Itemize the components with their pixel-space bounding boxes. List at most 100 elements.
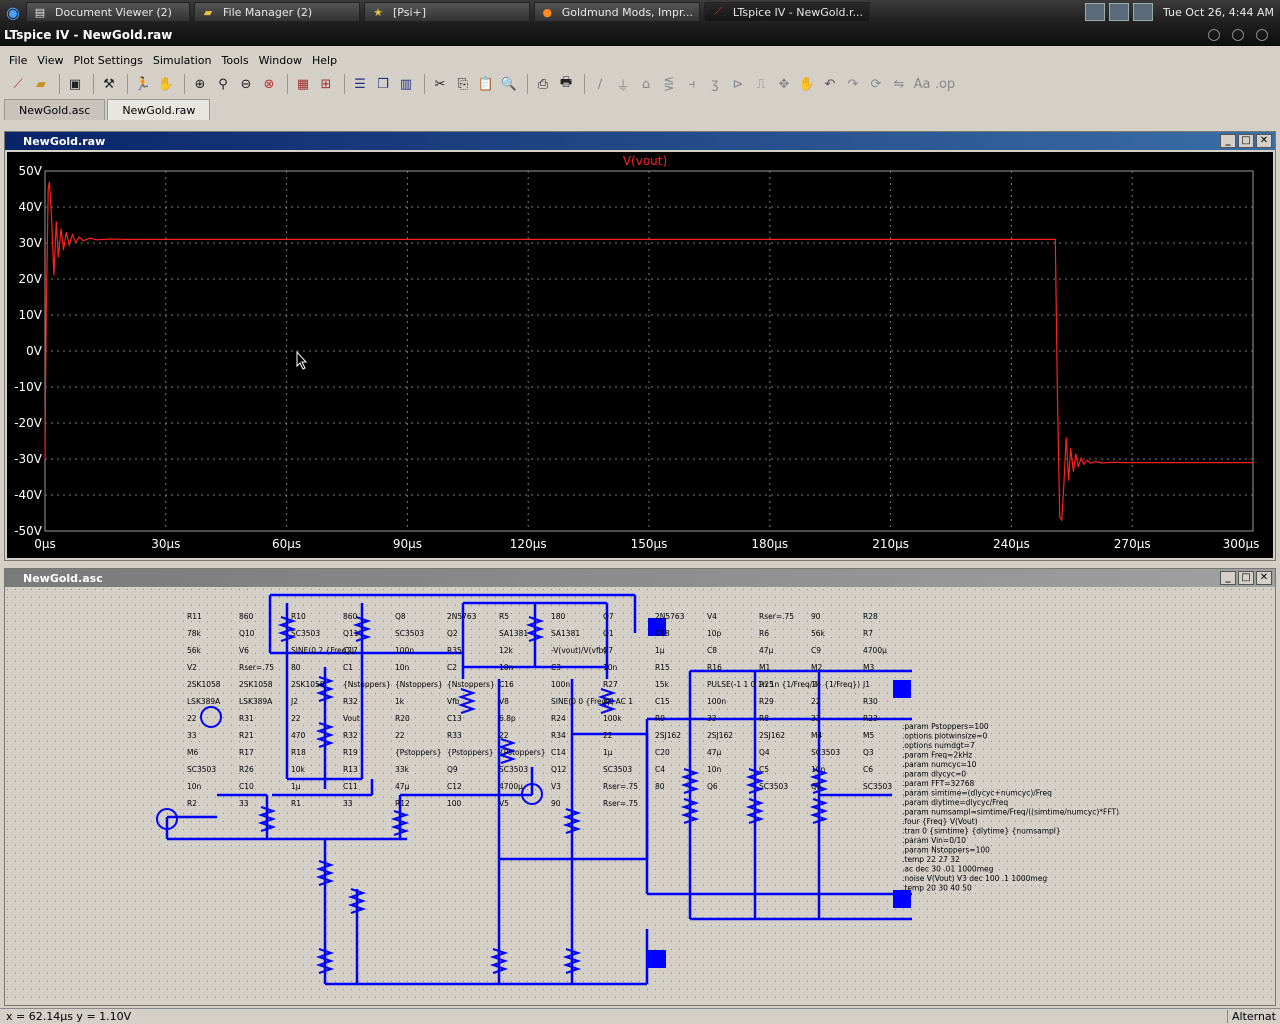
schematic-label[interactable]: R30 [863,697,878,706]
find-icon[interactable]: 🔍 [500,76,518,92]
close-button[interactable] [1256,29,1268,41]
y-tick-label[interactable]: -40V [14,488,43,502]
schematic-label[interactable]: 4700µ [499,782,523,791]
schematic-label[interactable]: 2SK1058 [239,680,273,689]
x-tick-label[interactable]: 300µs [1223,537,1260,551]
schematic-label[interactable]: .param FFT=32768 [902,779,975,788]
schematic-label[interactable]: 100 [447,799,462,808]
schematic-label[interactable]: R9 [655,714,665,723]
schematic-label[interactable]: C15 [655,697,670,706]
schematic-label[interactable]: AC AC 1 [603,697,633,706]
schematic-label[interactable]: .four {Freq} V(Vout) [902,817,978,826]
schematic-label[interactable]: C9 [811,646,821,655]
schematic-label[interactable]: 860 [239,612,254,621]
x-tick-label[interactable]: 210µs [872,537,909,551]
schematic-label[interactable]: 2SK1058 [187,680,221,689]
tab-newgold-raw[interactable]: NewGold.raw [107,99,211,120]
close-button[interactable]: ✕ [1256,571,1272,585]
schematic-label[interactable]: .param Nstoppers=100 [902,846,990,855]
task-firefox[interactable]: ●Goldmund Mods, Impr... [534,2,700,22]
schematic-label[interactable]: 2N5763 [447,612,477,621]
schematic-label[interactable]: .options plotwinsize=0 [902,732,988,741]
schematic-label[interactable]: C5 [759,765,769,774]
resistor-symbol[interactable] [457,688,477,714]
pick-visible-traces-icon[interactable]: ⊞ [320,76,332,92]
settings-icon[interactable] [1132,3,1153,21]
resistor-symbol[interactable] [497,738,517,764]
schematic-label[interactable]: Q3 [863,748,874,757]
source-symbol[interactable] [200,706,222,728]
label-net-icon[interactable]: ⌂ [641,76,651,92]
schematic-label[interactable]: Q6 [707,782,718,791]
schematic-label[interactable]: C3 [551,663,561,672]
schematic-label[interactable]: 47µ [759,646,774,655]
schematic-label[interactable]: R33 [447,731,462,740]
cut-icon[interactable]: ✂ [434,76,446,92]
x-tick-label[interactable]: 240µs [993,537,1030,551]
schematic-label[interactable]: 100n [551,680,570,689]
x-tick-label[interactable]: 270µs [1114,537,1151,551]
schematic-label[interactable]: Q12 [551,765,567,774]
resistor-symbol[interactable] [809,768,829,794]
x-tick-label[interactable]: 180µs [751,537,788,551]
schematic-label[interactable]: 1µ [603,748,613,757]
maximize-button[interactable] [1232,29,1244,41]
schematic-label[interactable]: .param Pstoppers=100 [902,722,989,731]
schematic-label[interactable]: C1 [343,663,353,672]
schematic-label[interactable]: 470 [291,731,306,740]
schematic-label[interactable]: 33 [239,799,249,808]
schematic-label[interactable]: 33 [187,731,197,740]
schematic-label[interactable]: 22 [499,731,509,740]
task-document-viewer[interactable]: ▤Document Viewer (2) [26,2,190,22]
print-icon[interactable]: 🖶 [559,75,573,90]
schematic-label[interactable]: 10p [707,629,722,638]
schematic-label[interactable]: 10n [395,663,410,672]
autorange-icon[interactable]: ▦ [296,76,310,92]
resistor-symbol[interactable] [347,888,367,914]
copy-icon[interactable]: ⎘ [457,76,469,92]
schematic-label[interactable]: 15k [655,680,670,689]
schematic-label[interactable]: 100k [603,714,622,723]
schematic-label[interactable]: C13 [447,714,462,723]
move-icon[interactable]: ✥ [778,76,790,92]
schematic-label[interactable]: 22 [291,714,301,723]
schematic-label[interactable]: 1µ [655,646,665,655]
battery-symbol[interactable] [648,618,666,636]
schematic-label[interactable]: R25 [759,680,774,689]
schematic-label[interactable]: SC3503 [187,765,216,774]
schematic-label[interactable]: R15 [655,663,670,672]
schematic-label[interactable]: SA1381 [551,629,580,638]
task-file-manager[interactable]: ▰File Manager (2) [194,2,360,22]
schematic-label[interactable]: 47µ [707,748,722,757]
schematic-label[interactable]: C16 [499,680,514,689]
rotate-icon[interactable]: ⟳ [870,76,882,92]
schematic-label[interactable]: C8 [707,646,717,655]
start-menu-icon[interactable]: ◉ [6,2,20,22]
schematic-label[interactable]: Q10 [239,629,255,638]
mirror-icon[interactable]: ⇋ [893,76,905,92]
schematic-label[interactable]: R23 [863,714,878,723]
schematic-label[interactable]: Q9 [447,765,458,774]
schematic-label[interactable]: 80 [655,782,665,791]
menu-window[interactable]: Window [258,53,302,67]
schematic-label[interactable]: Q4 [759,748,770,757]
schematic-label[interactable]: M1 [759,663,770,672]
y-tick-label[interactable]: -50V [14,524,43,538]
schematic-label[interactable]: .options numdgt=7 [902,741,975,750]
schematic-label[interactable]: .param dlytime=dlycyc/Freq [902,798,1008,807]
schematic-label[interactable]: .noise V(Vout) V3 dec 100 .1 1000meg [902,874,1047,883]
resistor-symbol[interactable] [277,616,297,642]
close-button[interactable]: ✕ [1256,134,1272,148]
zoom-pan-icon[interactable]: ⚲ [218,76,228,92]
schematic-label[interactable]: 47µ [395,782,410,791]
schematic-label[interactable]: M3 [863,663,874,672]
trace-label-vout[interactable]: V(vout) [623,154,667,168]
schematic-label[interactable]: M2 [811,663,822,672]
source-symbol[interactable] [521,783,543,805]
schematic-label[interactable]: 100n [395,646,414,655]
tile-horizontal-icon[interactable]: ☰ [354,76,366,92]
schematic-label[interactable]: -V(vout)/V(vfb) [551,646,606,655]
schematic-label[interactable]: R7 [863,629,873,638]
